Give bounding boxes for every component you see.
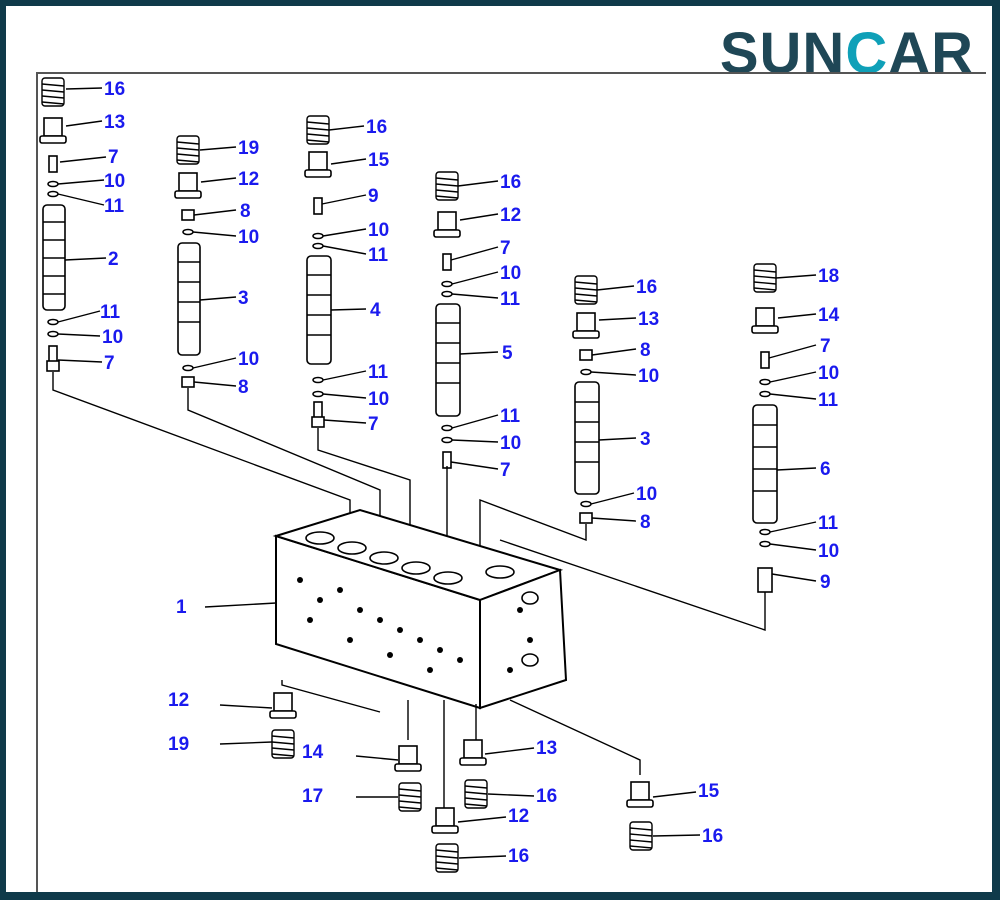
callout-label: 17 [302,786,323,807]
callout-label: 13 [638,309,659,330]
callout-label: 8 [640,512,651,533]
callout-label: 12 [500,205,521,226]
callout-label: 10 [238,349,259,370]
callout-label: 16 [536,786,557,807]
callout-label: 10 [500,433,521,454]
callout-label: 10 [500,263,521,284]
callout-label: 16 [104,79,125,100]
callout-label: 11 [100,302,121,323]
diagram-frame: SUNCAR [6,6,992,892]
callout-label: 15 [368,150,390,171]
suncar-logo: SUNCAR [719,21,974,86]
callout-leaders [57,87,817,859]
spool-2-stack [39,77,67,372]
callout-label: 2 [108,249,119,270]
callout-label: 9 [820,572,831,593]
callout-label: 16 [636,277,657,298]
left-rule [36,72,38,892]
callout-label: 7 [820,336,831,357]
callout-label: 7 [500,238,511,259]
spool-5-stack [433,171,461,469]
callout-label: 11 [368,245,389,266]
callout-label: 11 [500,406,521,427]
callout-label: 8 [240,201,251,222]
callout-label: 10 [102,327,123,348]
callout-label: 1 [176,597,187,618]
callout-label: 10 [238,227,259,248]
callout-label: 16 [366,117,387,138]
callout-label: 7 [368,414,379,435]
callout-label: 9 [368,186,379,207]
callout-label: 13 [104,112,125,133]
callout-label: 3 [238,288,249,309]
callout-label: 11 [818,513,839,534]
callout-label: 12 [508,806,529,827]
spool-4-stack [304,115,332,428]
callout-label: 8 [238,377,249,398]
callout-label: 16 [508,846,529,867]
callout-label: 12 [238,169,259,190]
callout-label: 19 [168,734,189,755]
callout-label: 13 [536,738,557,759]
callout-label: 10 [368,220,389,241]
callout-label: 12 [168,690,189,711]
callout-label: 10 [638,366,659,387]
callout-label: 10 [368,389,389,410]
callout-label: 11 [500,289,521,310]
callout-labels: 16 13 7 10 11 2 11 10 7 19 12 8 10 3 10 … [100,79,840,867]
spool-3b-stack [572,275,600,524]
callout-label: 15 [698,781,720,802]
callout-label: 10 [818,363,839,384]
callout-label: 3 [640,429,651,450]
callout-label: 7 [500,460,511,481]
spool-6-stack [751,263,779,593]
callout-label: 7 [108,147,119,168]
callout-label: 14 [302,742,324,763]
callout-label: 10 [818,541,839,562]
spool-3a-stack [174,135,202,388]
callout-label: 7 [104,353,115,374]
callout-label: 11 [104,196,125,217]
top-rule [36,72,986,74]
valve-body-block [272,508,568,710]
callout-label: 16 [702,826,723,847]
callout-label: 4 [370,300,381,321]
callout-label: 16 [500,172,521,193]
bottom-parts [269,680,654,873]
callout-label: 6 [820,459,831,480]
callout-label: 10 [104,171,125,192]
callout-label: 10 [636,484,657,505]
callout-label: 8 [640,340,651,361]
callout-label: 14 [818,305,840,326]
callout-label: 5 [502,343,513,364]
callout-label: 19 [238,138,259,159]
callout-label: 11 [368,362,389,383]
assembly-lines [52,372,766,631]
callout-label: 11 [818,390,839,411]
callout-label: 18 [818,266,839,287]
